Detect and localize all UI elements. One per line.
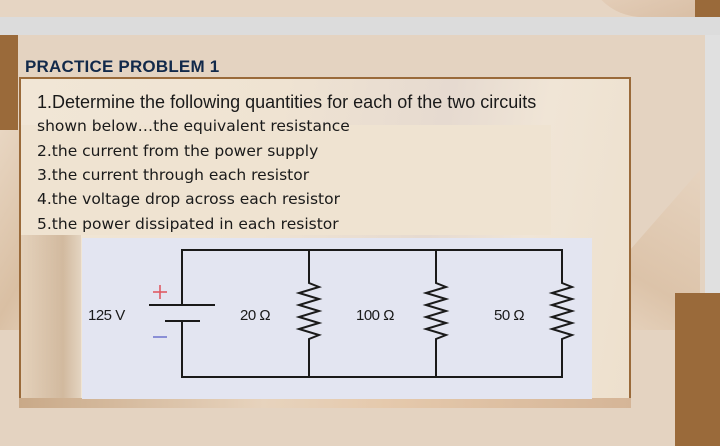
problem-line-4: 3.the current through each resistor <box>37 166 310 184</box>
frame-bottom-edge <box>19 398 631 408</box>
problem-line-5: 4.the voltage drop across each resistor <box>37 190 340 208</box>
problem-line-6: 5.the power dissipated in each resistor <box>37 215 339 233</box>
frame-shadow <box>21 220 81 406</box>
top-band <box>0 0 720 17</box>
circuit-diagram: 125 V 20 Ω 100 Ω 50 Ω <box>82 238 592 399</box>
source-voltage-label: 125 V <box>88 307 125 324</box>
problem-line-2: shown below…the equivalent resistance <box>37 117 350 135</box>
resistor-3-label: 50 Ω <box>494 307 525 324</box>
minus-icon <box>153 336 167 338</box>
circuit-wiring <box>149 249 576 378</box>
problem-line-1: 1.Determine the following quantities for… <box>37 92 537 112</box>
text-highlight-box <box>21 125 551 235</box>
accent-bar-bottom-right <box>675 293 720 446</box>
accent-bar-left <box>0 35 18 130</box>
plus-icon <box>153 285 167 299</box>
divider-stripe <box>0 17 720 35</box>
resistor-1-label: 20 Ω <box>240 307 271 324</box>
resistor-2-label: 100 Ω <box>356 307 394 324</box>
problem-line-3: 2.the current from the power supply <box>37 142 319 160</box>
slide-title: PRACTICE PROBLEM 1 <box>25 57 220 76</box>
accent-bar-top-right <box>695 0 720 17</box>
